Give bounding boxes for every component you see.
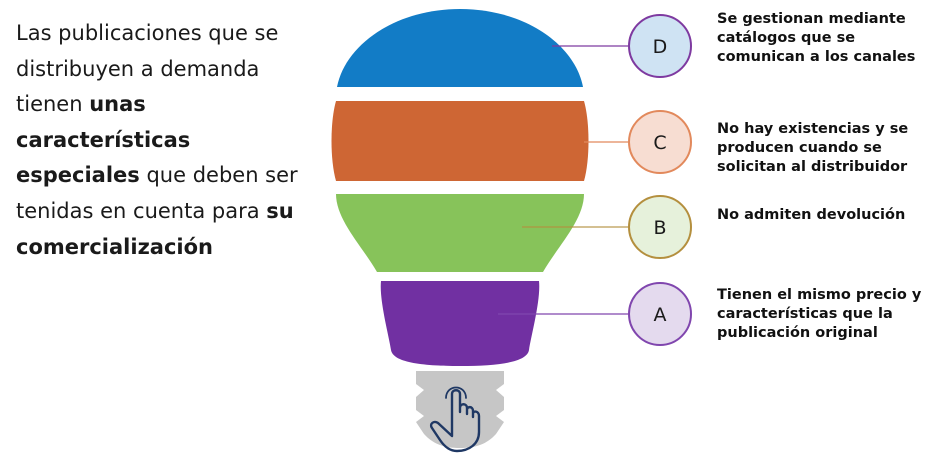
circle-d — [628, 14, 692, 78]
circle-c — [628, 110, 692, 174]
description-a: Tienen el mismo precio y características… — [717, 287, 922, 341]
intro-text: Las publicaciones que se distribuyen a d… — [16, 16, 316, 265]
bulb-segment-c — [331, 101, 589, 181]
intro-part-2: que deben ser tenidas en cuenta para — [16, 163, 298, 223]
bulb-base — [413, 371, 504, 448]
circle-a — [628, 282, 692, 346]
intro-bold-2: su comercialización — [16, 198, 294, 259]
description-c: No hay existencias y se producen cuando … — [717, 121, 909, 175]
hand-pointer-icon — [429, 386, 481, 453]
letter-a: A — [654, 304, 667, 326]
description-d: Se gestionan mediante catálogos que se c… — [717, 11, 916, 65]
intro-bold-1: unas características especiales — [16, 92, 191, 188]
bulb-segment-b — [336, 194, 584, 272]
intro-part-1: Las publicaciones que se distribuyen a d… — [16, 21, 279, 117]
bulb-segment-d — [337, 9, 583, 87]
letter-b: B — [653, 217, 666, 239]
letter-d: D — [653, 36, 668, 58]
circle-b — [628, 195, 692, 259]
description-b: No admiten devolución — [717, 207, 906, 223]
bulb-segment-a — [380, 281, 540, 366]
letter-c: C — [653, 132, 666, 154]
